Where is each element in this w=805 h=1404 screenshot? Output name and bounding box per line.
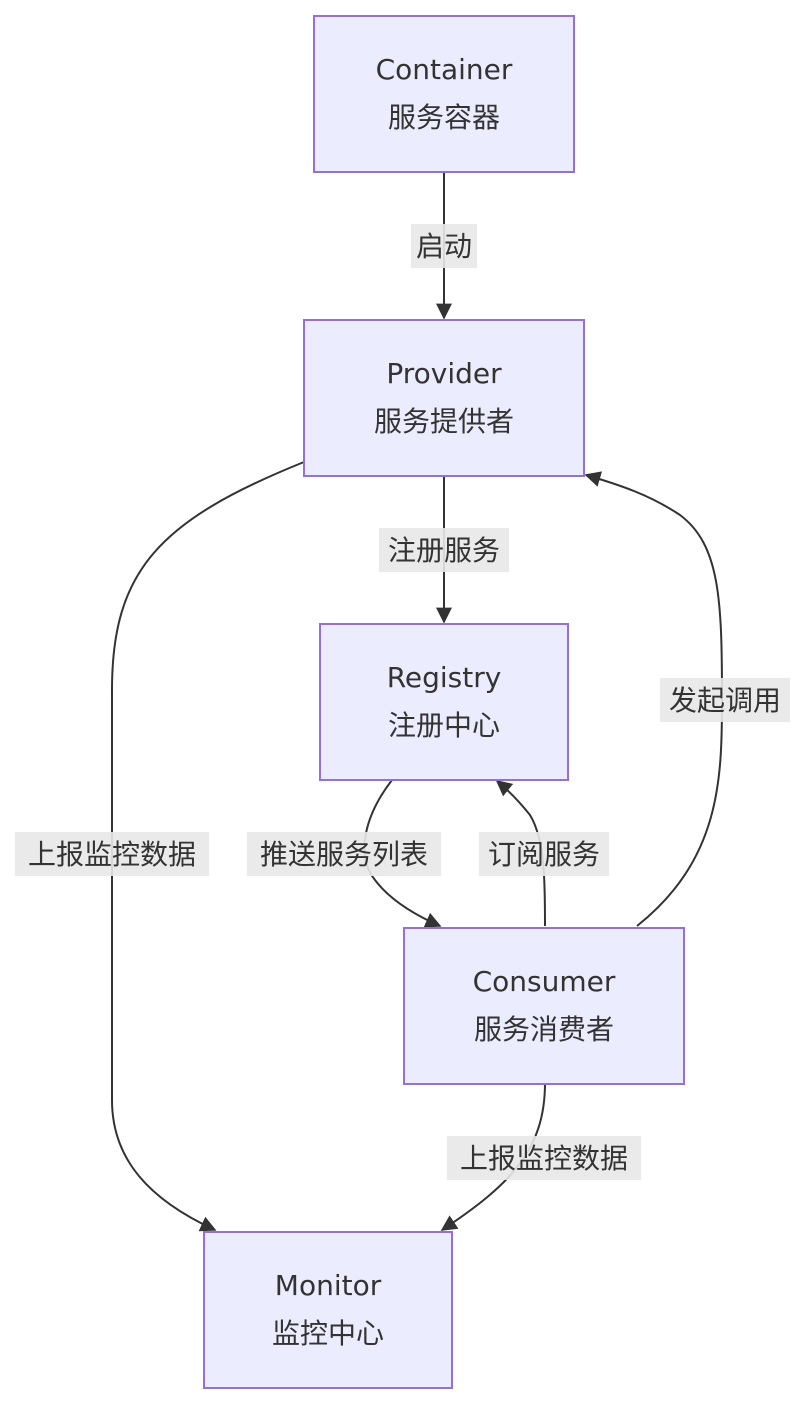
edge-label-subscribe-text: 订阅服务 (488, 838, 600, 871)
node-consumer[interactable]: Consumer 服务消费者 (403, 927, 685, 1085)
node-container-subtitle: 服务容器 (388, 101, 500, 134)
edge-labels: 启动 注册服务 推送服务列表 订阅服务 发起调用 上报监控数据 上报监控数据 (15, 224, 790, 1180)
node-container-title: Container (376, 53, 513, 86)
nodes: Container 服务容器 Provider 服务提供者 Registry 注… (203, 15, 685, 1389)
node-registry-subtitle: 注册中心 (388, 709, 500, 742)
edge-label-consumer-report-text: 上报监控数据 (460, 1142, 628, 1175)
edge-label-start-text: 启动 (416, 230, 472, 263)
edge-subscribe (495, 779, 546, 927)
edge-label-subscribe: 订阅服务 (479, 832, 609, 876)
node-container[interactable]: Container 服务容器 (313, 15, 575, 173)
node-consumer-subtitle: 服务消费者 (474, 1013, 614, 1046)
node-provider-title: Provider (386, 357, 502, 390)
node-monitor-title: Monitor (275, 1269, 382, 1302)
node-monitor[interactable]: Monitor 监控中心 (203, 1231, 453, 1389)
edge-label-push-list: 推送服务列表 (247, 832, 441, 876)
edges (111, 173, 724, 1232)
node-provider-subtitle: 服务提供者 (374, 405, 514, 438)
edge-label-start: 启动 (411, 224, 477, 268)
edge-invoke (584, 471, 724, 927)
edge-label-provider-report: 上报监控数据 (15, 832, 209, 876)
edge-push-list (363, 779, 442, 928)
node-registry-title: Registry (387, 661, 502, 694)
node-monitor-subtitle: 监控中心 (272, 1317, 384, 1350)
edge-label-register: 注册服务 (379, 528, 509, 572)
node-consumer-title: Consumer (473, 965, 616, 998)
edge-label-provider-report-text: 上报监控数据 (28, 838, 196, 871)
node-provider[interactable]: Provider 服务提供者 (303, 319, 585, 477)
edge-label-invoke-text: 发起调用 (669, 684, 781, 717)
edge-label-consumer-report: 上报监控数据 (447, 1136, 641, 1180)
edge-label-invoke: 发起调用 (660, 678, 790, 722)
node-registry[interactable]: Registry 注册中心 (319, 623, 569, 781)
edge-label-register-text: 注册服务 (388, 534, 500, 567)
edge-provider-report (111, 461, 305, 1232)
edge-label-push-list-text: 推送服务列表 (260, 838, 428, 871)
